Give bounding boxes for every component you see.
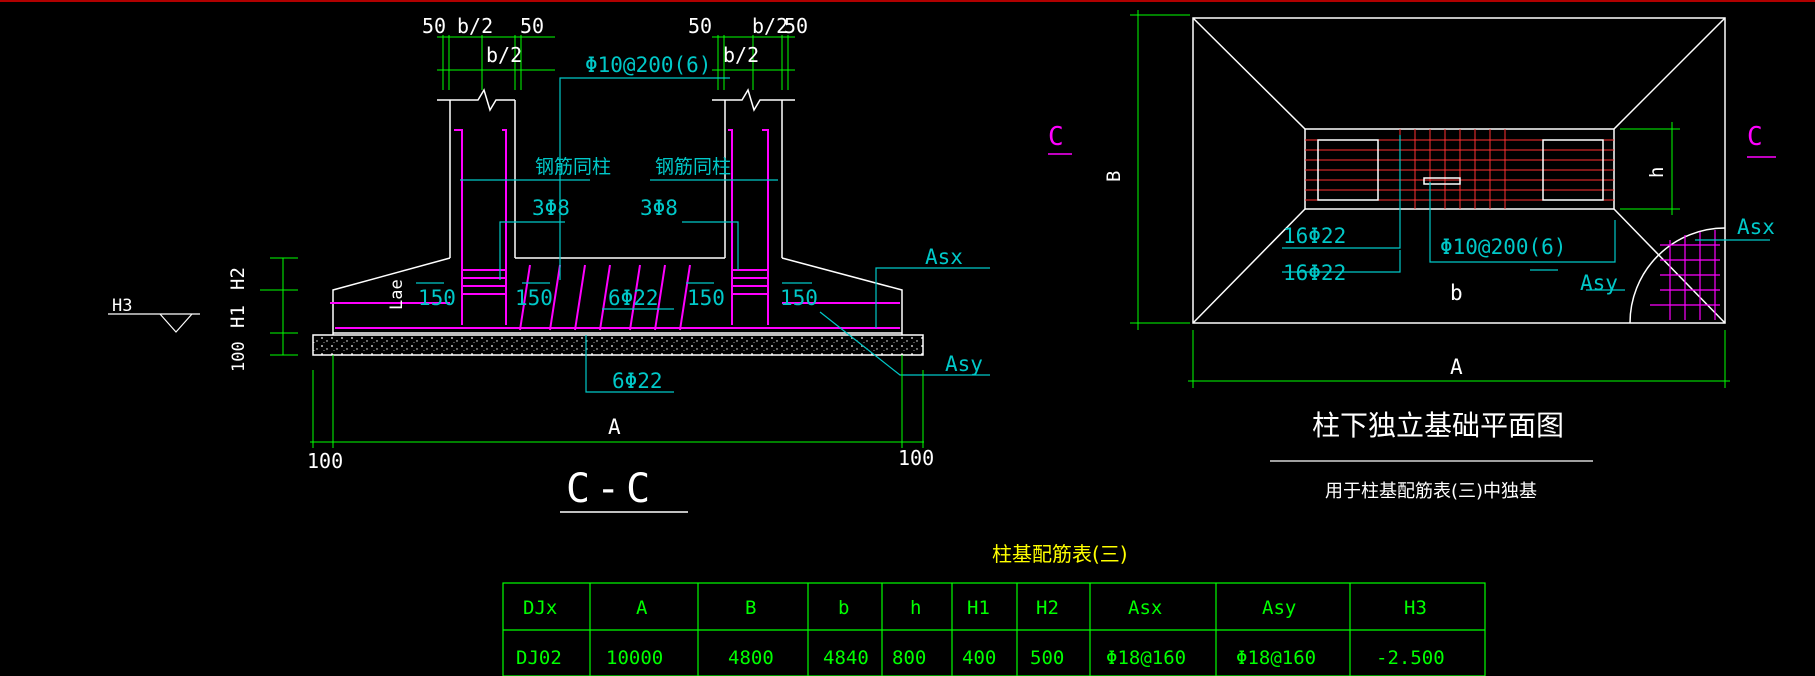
- annotation-leaders: [416, 77, 990, 393]
- three-bars-left: 3Φ8: [532, 196, 570, 220]
- table-header-asx: Asx: [1128, 597, 1162, 619]
- plan-stirrup-label: Φ10@200(6): [1440, 235, 1566, 259]
- table-cell-h2: 500: [1030, 647, 1064, 669]
- rebar-table: 柱基配筋表(三) DJx A B b h H1 H2 Asx Asy H3 DJ…: [502, 542, 1486, 676]
- plan-h-label: h: [1646, 167, 1668, 178]
- table-header-b: B: [745, 597, 756, 619]
- dim-b2-inner-right: b/2: [723, 43, 759, 67]
- table-cell-h: 800: [892, 647, 926, 669]
- section-title: C-C: [566, 466, 656, 512]
- dim-50-left-2: 50: [520, 14, 544, 38]
- table-title: 柱基配筋表(三): [992, 542, 1128, 566]
- plan-top-bars: 16Φ22: [1283, 224, 1346, 248]
- table-header-asy: Asy: [1262, 597, 1296, 619]
- dim-50-right-2: 50: [784, 14, 808, 38]
- table-cell-h1: 400: [962, 647, 996, 669]
- h3-label: H3: [112, 296, 132, 316]
- table-cell-b-small: 4840: [823, 647, 869, 669]
- table-cell-h3: -2.500: [1376, 647, 1445, 669]
- cover-100-label: 100: [229, 341, 249, 372]
- table-header-djx: DJx: [523, 597, 557, 619]
- spacing-150-c: 150: [687, 286, 725, 310]
- spacing-150-d: 150: [780, 286, 818, 310]
- column-outlines: [332, 88, 903, 335]
- lae-label: Lae: [387, 279, 407, 310]
- dim-b2-inner-left: b/2: [486, 43, 522, 67]
- table-cell-djx: DJ02: [516, 647, 562, 669]
- table-header-h2: H2: [1036, 597, 1059, 619]
- bars-same-as-column-right: 钢筋同柱: [655, 156, 731, 178]
- table-header-a: A: [636, 597, 648, 619]
- viewport-top-border: [0, 0, 1815, 2]
- spacing-150-a: 150: [418, 286, 456, 310]
- plan-asx-label: Asx: [1737, 215, 1775, 239]
- six-bars-top: 6Φ22: [608, 286, 659, 310]
- rebar-magenta: [330, 129, 900, 331]
- table-cell-a: 10000: [606, 647, 663, 669]
- height-dimensions: [260, 257, 298, 356]
- six-bars-bottom: 6Φ22: [612, 369, 663, 393]
- c-mark-right: C: [1747, 122, 1763, 152]
- width-a-label: A: [608, 415, 621, 439]
- spacing-150-b: 150: [515, 286, 553, 310]
- plan-rebar-grid: [1305, 129, 1614, 209]
- table-cell-b: 4800: [728, 647, 774, 669]
- edge-100-right: 100: [898, 446, 934, 470]
- h2-label: H2: [227, 267, 249, 290]
- c-mark-left: C: [1048, 122, 1064, 152]
- table-header-h1: H1: [967, 597, 990, 619]
- table-cell-asy: Φ18@160: [1236, 647, 1316, 669]
- asx-label: Asx: [925, 245, 963, 269]
- dim-b2-right: b/2: [752, 14, 788, 38]
- footing-base-slab: [312, 334, 924, 356]
- edge-100-left: 100: [307, 449, 343, 473]
- dim-50-right-1: 50: [688, 14, 712, 38]
- three-bars-right: 3Φ8: [640, 196, 678, 220]
- dim-50-left-1: 50: [422, 14, 446, 38]
- table-header-h: h: [910, 597, 921, 619]
- table-header-h3: H3: [1404, 597, 1427, 619]
- plan-title: 柱下独立基础平面图: [1312, 409, 1564, 442]
- plan-b-small-label: b: [1450, 281, 1463, 305]
- table-header-b-small: b: [838, 597, 849, 619]
- asy-label: Asy: [945, 352, 983, 376]
- ground-level-mark: [108, 313, 200, 333]
- top-dimensions: [437, 35, 795, 90]
- plan-asy-label: Asy: [1580, 271, 1618, 295]
- table-cell-asx: Φ18@160: [1106, 647, 1186, 669]
- plan-bottom-bars: 16Φ22: [1283, 261, 1346, 285]
- plan-corner-rebar: [1629, 227, 1726, 324]
- stirrup-label: Φ10@200(6): [585, 53, 711, 77]
- plan-view: B h A C C 16Φ22 16Φ22 Φ10@200(6) Asy Asx…: [1048, 10, 1776, 502]
- plan-leaders: [1282, 135, 1770, 291]
- section-view: 50 b/2 50 b/2 50 b/2 50 b/2: [108, 14, 990, 513]
- plan-b-label: B: [1103, 171, 1125, 182]
- width-dimension: [310, 355, 924, 448]
- plan-a-label: A: [1450, 355, 1463, 379]
- bars-same-as-column-left: 钢筋同柱: [535, 156, 611, 178]
- h1-label: H1: [227, 305, 249, 328]
- plan-subtitle: 用于柱基配筋表(三)中独基: [1325, 481, 1537, 502]
- dim-b2-left: b/2: [457, 14, 493, 38]
